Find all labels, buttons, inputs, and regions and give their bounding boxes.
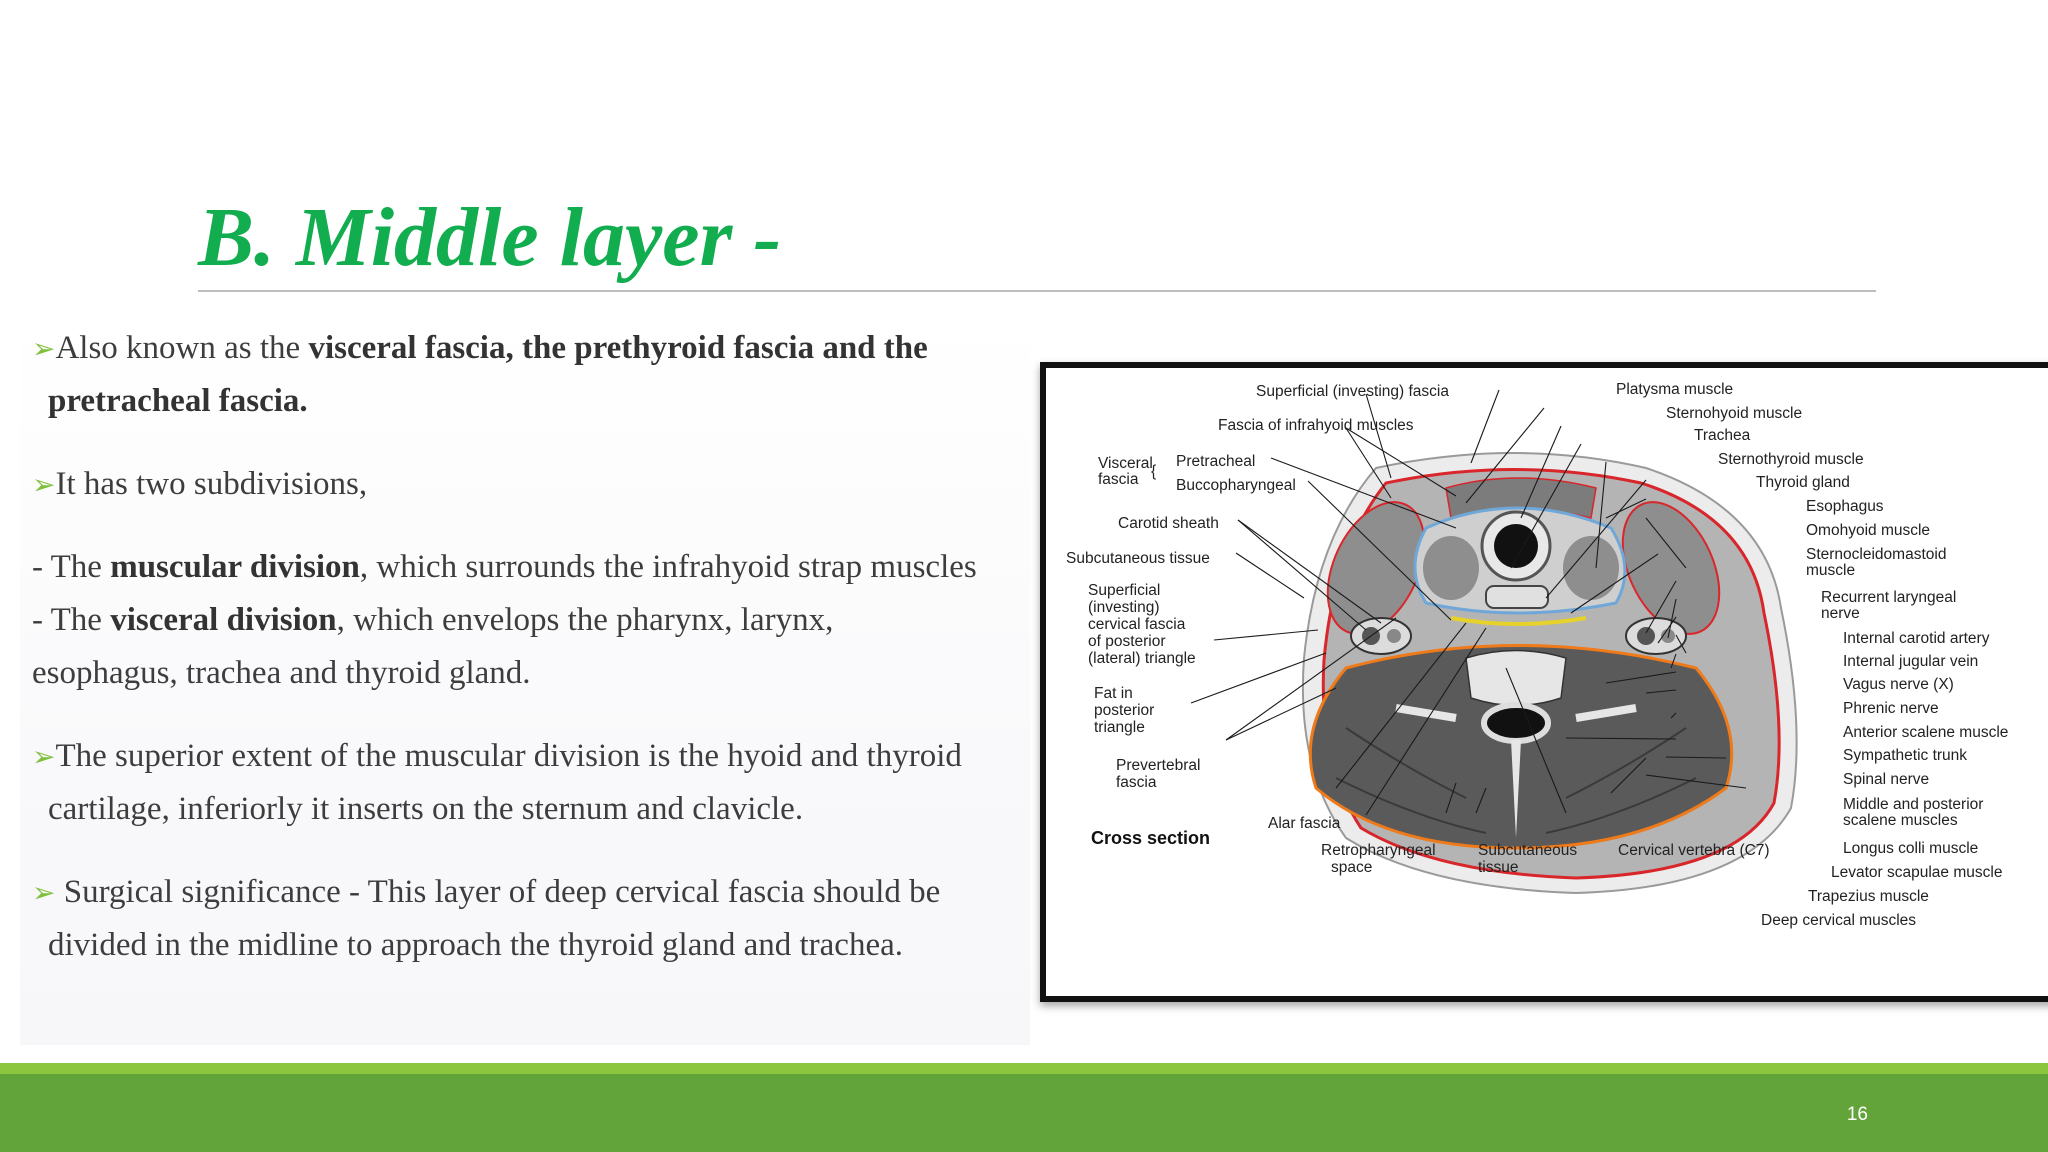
label-cervical-vertebra: Cervical vertebra (C7) (1618, 842, 1770, 859)
bullet-text: It has two subdivisions, (55, 466, 368, 502)
slide-title: B. Middle layer - (198, 191, 782, 284)
visceral-division-desc-cont: esophagus, trachea and thyroid gland. (32, 655, 531, 691)
label-trachea: Trachea (1694, 427, 1751, 444)
label-subcutaneous-tissue: Subcutaneous tissue (1066, 550, 1210, 567)
muscular-division-term: muscular division (110, 549, 360, 585)
label-buccopharyngeal: Buccopharyngeal (1176, 477, 1296, 494)
bullet-superior-extent: ➢The superior extent of the muscular div… (32, 730, 1032, 836)
label-spinal: Spinal nerve (1843, 771, 1929, 788)
label-levator-scapulae: Levator scapulae muscle (1831, 864, 2002, 881)
label-prevertebral-1: Prevertebral (1116, 757, 1200, 774)
arrow-bullet-icon: ➢ (32, 468, 56, 501)
visceral-division-line: - The visceral division, which envelops … (32, 594, 1032, 700)
label-recurrent-1: Recurrent laryngeal (1821, 589, 1956, 606)
label-vagus: Vagus nerve (X) (1843, 676, 1954, 693)
label-alar-fascia: Alar fascia (1268, 815, 1341, 832)
label-superficial-post-4: of posterior (1088, 633, 1166, 650)
label-middle-posterior-1: Middle and posterior (1843, 796, 1983, 813)
label-superficial-post-2: (investing) (1088, 599, 1160, 616)
label-longus-colli: Longus colli muscle (1843, 840, 1978, 857)
label-trapezius: Trapezius muscle (1808, 888, 1929, 905)
label-pretracheal: Pretracheal (1176, 453, 1255, 470)
label-retropharyngeal-1: Retropharyngeal (1321, 842, 1436, 859)
visceral-division-term: visceral division (110, 602, 337, 638)
label-fascia-infrahyoid: Fascia of infrahyoid muscles (1218, 417, 1414, 434)
text-panel-background (20, 315, 1030, 1045)
label-sternohyoid: Sternohyoid muscle (1666, 405, 1802, 422)
bullet-bold-text-cont: pretracheal fascia. (48, 383, 308, 419)
label-deep-cervical: Deep cervical muscles (1761, 912, 1916, 929)
label-retropharyngeal-2: space (1331, 859, 1372, 876)
dash-prefix: - The (32, 549, 111, 585)
label-subcutaneous-bottom-2: tissue (1478, 859, 1519, 876)
label-sternothyroid: Sternothyroid muscle (1718, 451, 1864, 468)
label-sympathetic: Sympathetic trunk (1843, 747, 1967, 764)
label-middle-posterior-2: scalene muscles (1843, 812, 1958, 829)
neck-cross-section-illustration: Superficial (investing) fascia Fascia of… (1066, 381, 2008, 929)
bullet-text: Also known as the (55, 330, 309, 366)
muscular-division-line: - The muscular division, which surrounds… (32, 541, 1032, 594)
arrow-bullet-icon: ➢ (32, 332, 56, 365)
bullet-bold-text: visceral fascia, the prethyroid fascia a… (308, 330, 928, 366)
label-recurrent-2: nerve (1821, 605, 1860, 622)
neck-anatomy-drawing (1301, 452, 1798, 895)
label-omohyoid: Omohyoid muscle (1806, 522, 1930, 539)
label-thyroid-gland: Thyroid gland (1756, 474, 1850, 491)
visceral-division-desc: , which envelops the pharynx, larynx, (336, 602, 834, 638)
label-platysma: Platysma muscle (1616, 381, 1733, 398)
label-carotid-sheath: Carotid sheath (1118, 515, 1219, 532)
bullet-text: The superior extent of the muscular divi… (55, 738, 962, 774)
label-fat-3: triangle (1094, 719, 1145, 736)
label-fat-2: posterior (1094, 702, 1154, 719)
label-internal-carotid: Internal carotid artery (1843, 630, 1990, 647)
label-internal-jugular: Internal jugular vein (1843, 653, 1978, 670)
muscular-division-desc: , which surrounds the infrahyoid strap m… (359, 549, 977, 585)
dash-prefix: - The (32, 602, 111, 638)
arrow-bullet-icon: ➢ (32, 876, 56, 909)
bullet-text-cont: cartilage, inferiorly it inserts on the … (48, 791, 804, 827)
label-subcutaneous-bottom-1: Subcutaneous (1478, 842, 1577, 859)
slide-body: ➢Also known as the visceral fascia, the … (32, 322, 1032, 972)
label-superficial-post-5: (lateral) triangle (1088, 650, 1196, 667)
footer-accent-stripe (0, 1063, 2048, 1074)
label-cross-section: Cross section (1091, 828, 1210, 848)
label-fat-1: Fat in (1094, 685, 1133, 702)
bullet-subdivisions: ➢It has two subdivisions, (32, 458, 1032, 511)
figure-labels: Superficial (investing) fascia Fascia of… (1066, 381, 2008, 929)
footer-bar (0, 1074, 2048, 1152)
label-visceral: Visceral (1098, 455, 1153, 472)
bullet-text-cont: divided in the midline to approach the t… (48, 927, 903, 963)
arrow-bullet-icon: ➢ (32, 740, 56, 773)
label-scm-1: Sternocleidomastoid (1806, 546, 1946, 563)
label-leader-lines (1190, 389, 1747, 816)
label-esophagus: Esophagus (1806, 498, 1884, 515)
label-prevertebral-2: fascia (1116, 774, 1157, 791)
bullet-also-known-as: ➢Also known as the visceral fascia, the … (32, 322, 1032, 428)
page-number: 16 (1846, 1104, 1868, 1125)
bullet-surgical-significance: ➢ Surgical significance - This layer of … (32, 866, 1032, 972)
label-scm-2: muscle (1806, 562, 1855, 579)
label-phrenic: Phrenic nerve (1843, 700, 1939, 717)
brace-glyph: { (1151, 463, 1156, 480)
neck-cross-section-figure: Superficial (investing) fascia Fascia of… (1040, 362, 2048, 1002)
title-divider (198, 290, 1876, 292)
bullet-text: Surgical significance - This layer of de… (55, 874, 941, 910)
label-superficial-post-3: cervical fascia (1088, 616, 1186, 633)
label-superficial-post-1: Superficial (1088, 582, 1160, 599)
label-visceral-fascia: fascia (1098, 471, 1139, 488)
label-anterior-scalene: Anterior scalene muscle (1843, 724, 2008, 741)
label-superficial-fascia: Superficial (investing) fascia (1256, 383, 1449, 400)
